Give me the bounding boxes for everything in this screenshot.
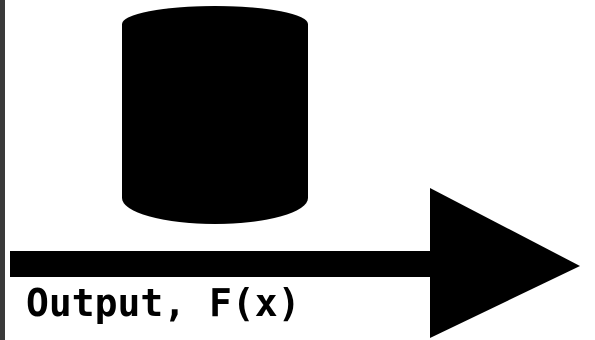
arrow-head (430, 188, 580, 338)
left-frame-edge (0, 0, 5, 340)
cylinder-icon (122, 6, 308, 224)
output-arrow-icon (10, 188, 580, 338)
arrow-shaft (10, 251, 440, 277)
output-label: Output, F(x) (26, 281, 301, 325)
